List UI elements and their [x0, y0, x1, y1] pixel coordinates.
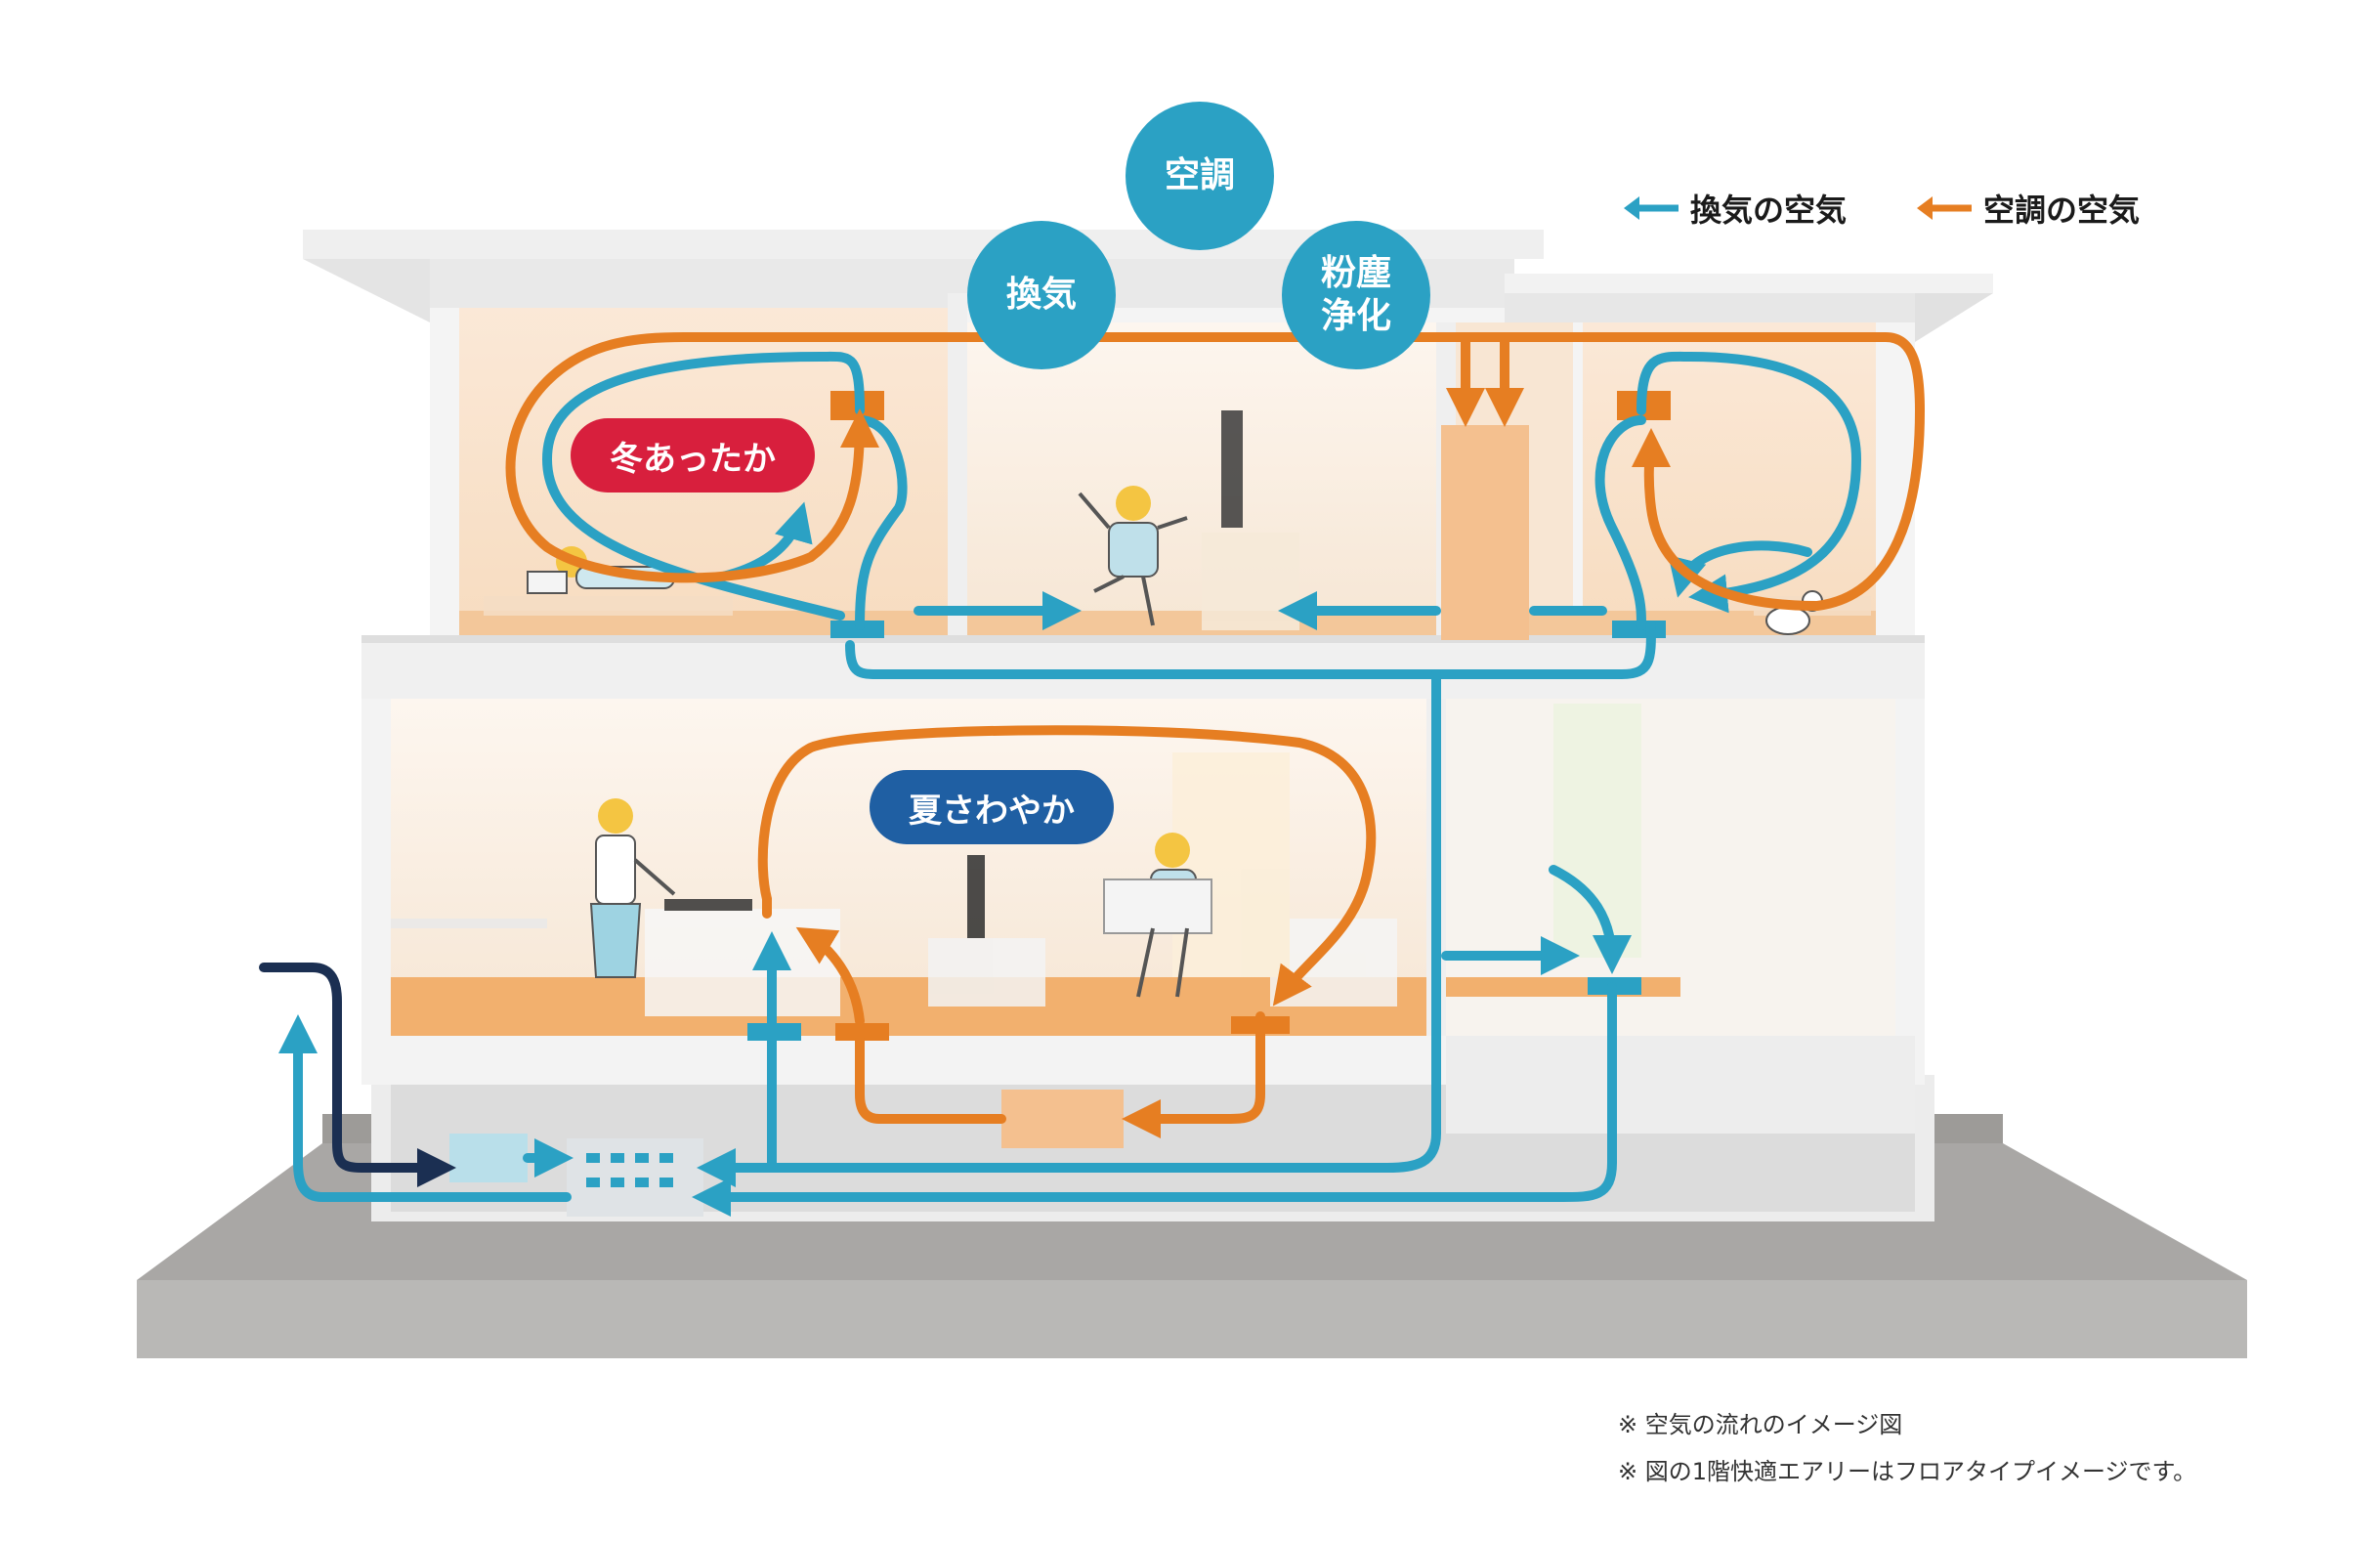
aircon-air-flows	[505, 332, 1925, 1138]
intake-filter-box	[449, 1134, 528, 1182]
ventilation-air-flows	[278, 351, 1861, 1217]
outdoor-intake-flow	[259, 963, 456, 1187]
house-shell	[303, 230, 1993, 1221]
air-unit-column	[1441, 425, 1529, 640]
underfloor-unit	[1001, 1090, 1124, 1148]
heat-exchange-ventilation-unit	[567, 1138, 703, 1217]
furniture	[391, 410, 1871, 1016]
man-sitting	[1103, 833, 1212, 998]
child-playing	[1078, 486, 1188, 626]
woman-cooking	[589, 798, 676, 978]
